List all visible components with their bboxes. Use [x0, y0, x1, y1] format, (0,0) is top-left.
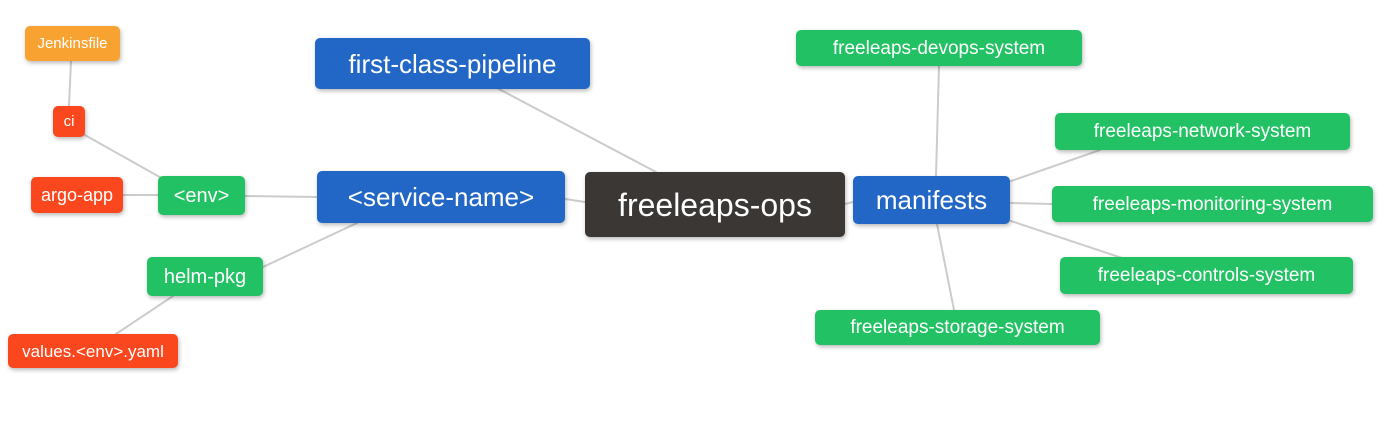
node-network-system[interactable]: freeleaps-network-system: [1055, 113, 1350, 150]
node-manifests[interactable]: manifests: [853, 176, 1010, 224]
node-argo-app[interactable]: argo-app: [31, 177, 123, 213]
node-helm-pkg[interactable]: helm-pkg: [147, 257, 263, 296]
node-first-class-pipeline[interactable]: first-class-pipeline: [315, 38, 590, 89]
edge-env-to-service-name: [244, 195, 318, 198]
edge-service-name-to-helm-pkg: [262, 222, 358, 268]
edge-helm-pkg-to-values-env-yaml: [115, 295, 174, 335]
edge-manifests-to-controls-system: [1010, 220, 1123, 259]
edge-manifests-to-monitoring-system: [1010, 202, 1053, 205]
edge-manifests-to-storage-system: [936, 223, 955, 311]
node-service-name[interactable]: <service-name>: [317, 171, 565, 223]
node-storage-system[interactable]: freeleaps-storage-system: [815, 310, 1100, 345]
edge-freeleaps-ops-to-manifests: [844, 201, 854, 205]
node-controls-system[interactable]: freeleaps-controls-system: [1060, 257, 1353, 294]
edge-ci-to-env: [82, 133, 166, 181]
node-values-env-yaml[interactable]: values.<env>.yaml: [8, 334, 178, 368]
node-devops-system[interactable]: freeleaps-devops-system: [796, 30, 1082, 66]
edge-jenkinsfile-to-ci: [68, 60, 72, 107]
node-jenkinsfile[interactable]: Jenkinsfile: [25, 26, 120, 61]
edge-manifests-to-devops-system: [935, 65, 940, 177]
node-monitoring-system[interactable]: freeleaps-monitoring-system: [1052, 186, 1373, 222]
edge-service-name-to-freeleaps-ops: [564, 198, 586, 203]
node-env[interactable]: <env>: [158, 176, 245, 215]
node-freeleaps-ops[interactable]: freeleaps-ops: [585, 172, 845, 237]
edge-manifests-to-network-system: [1010, 149, 1101, 182]
edge-first-class-pipeline-to-freeleaps-ops: [496, 87, 657, 173]
node-ci[interactable]: ci: [53, 106, 85, 137]
